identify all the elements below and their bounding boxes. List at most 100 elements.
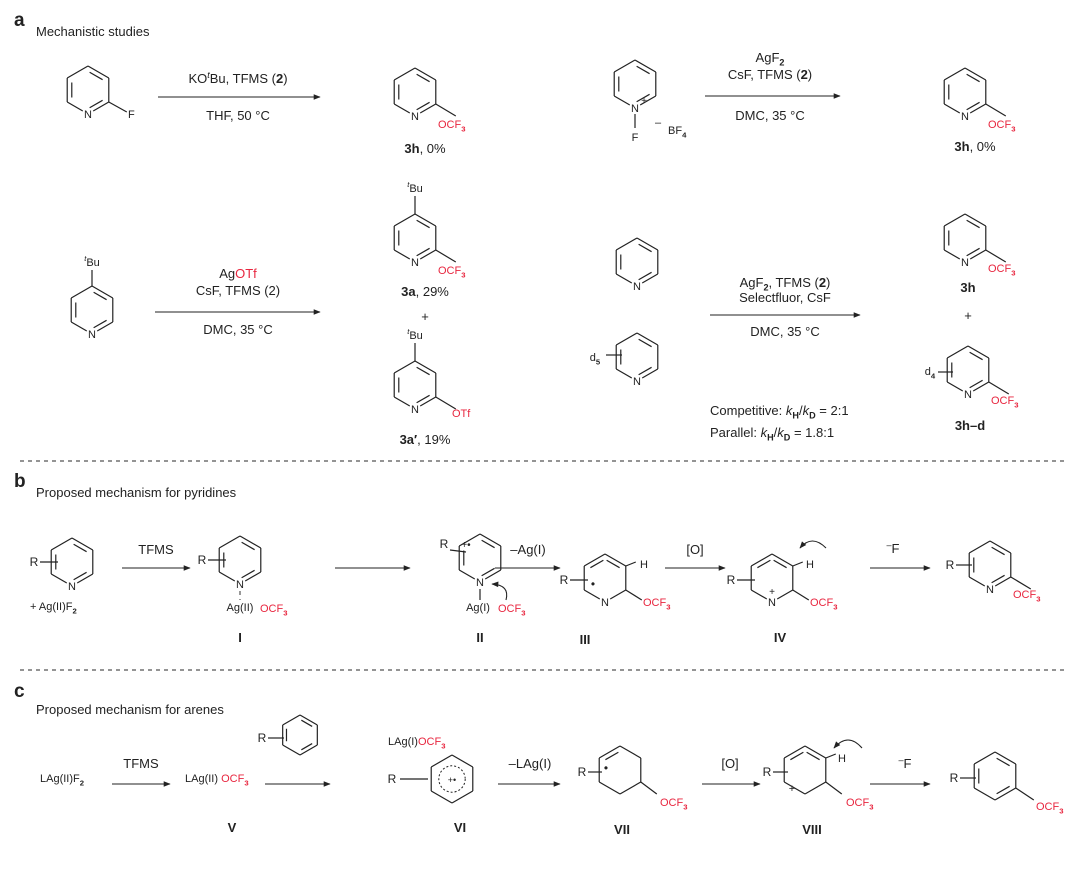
radical-cation: +• (448, 775, 456, 785)
ring-bond (87, 65, 110, 79)
double-bond (966, 101, 980, 111)
ring-bond (393, 213, 416, 227)
ring-bond (458, 533, 481, 547)
h-atom: H (838, 753, 846, 765)
otf-group: OTf (452, 408, 471, 420)
intermediate-label-III: III (580, 632, 591, 647)
double-bond (996, 785, 1010, 795)
atom-mask (959, 110, 971, 122)
double-bond (636, 93, 650, 103)
intermediate-label-VI: VI (454, 820, 466, 835)
oxidant-label: [O] (686, 542, 703, 557)
ring-bond (967, 345, 990, 359)
double-bond (636, 65, 650, 75)
ocf3-group: OCF3 (260, 603, 288, 618)
double-bond (991, 546, 1005, 556)
substituent-bond (985, 103, 1007, 117)
double-bond (757, 559, 771, 569)
nitrogen-atom-label: N (601, 597, 609, 609)
charge-plus: + (789, 783, 795, 795)
nitrogen-atom-label: N (411, 257, 419, 269)
reagents-rxn4: AgF2, TFMS (2) (740, 275, 831, 293)
double-bond (966, 219, 980, 229)
atom-mask (962, 388, 974, 400)
double-bond (241, 541, 255, 551)
atom-mask (474, 576, 486, 588)
reagent-selectfluor: Selectfluor, CsF (739, 290, 831, 305)
minus-ag-label: –Ag(I) (510, 542, 545, 557)
tbu-group: tBu (84, 254, 100, 269)
ring-bond (804, 781, 827, 795)
ring-bond (636, 237, 659, 251)
ring-bond (973, 751, 996, 765)
product-label-3a: 3a, 29% (401, 284, 449, 299)
double-bond (638, 271, 652, 281)
ring-bond (451, 754, 474, 768)
substituent-bond (825, 753, 837, 759)
h-atom: H (806, 559, 814, 571)
double-bond (416, 73, 430, 83)
product-label-3h-d: 3h–d (955, 418, 985, 433)
double-bond (966, 73, 980, 83)
nitrogen-atom-label: N (411, 111, 419, 123)
double-bond (481, 567, 495, 577)
ring-bond (783, 781, 806, 795)
ring-bond (430, 754, 453, 768)
ring-bond (598, 781, 621, 795)
r-group: R (578, 765, 587, 779)
intermediate-label-VIII: VIII (802, 822, 822, 837)
double-bond (590, 559, 604, 569)
double-bond (969, 351, 983, 361)
intermediate-label-IV: IV (774, 630, 787, 645)
fluorine-label: F (632, 132, 639, 144)
double-bond (416, 394, 430, 404)
reagents-rxn2: CsF, TFMS (2) (728, 67, 812, 82)
d4-label: d4 (925, 366, 936, 381)
plus-sign: + (964, 308, 972, 323)
ring-bond (994, 787, 1017, 801)
r-group: R (30, 555, 39, 569)
double-bond (301, 743, 313, 751)
ocf3-group: OCF3 (438, 265, 466, 280)
ocf3-group: OCF3 (438, 119, 466, 134)
ring-bond (613, 59, 636, 73)
ring-bond (604, 553, 627, 567)
fluoride-label: –F (898, 755, 911, 771)
ring-bond (299, 744, 318, 756)
double-bond (790, 751, 804, 761)
double-bond (969, 379, 983, 389)
ag2-label: Ag(II) (227, 602, 254, 614)
substituent-bond (435, 103, 457, 117)
kie-parallel: Parallel: kH/kD = 1.8:1 (710, 425, 834, 443)
substituent-bond (449, 549, 467, 553)
reagent-agotf: AgOTf (219, 266, 257, 281)
ring-bond (430, 790, 453, 804)
bf4-counterion: BF4 (668, 125, 687, 140)
double-bond (481, 539, 495, 549)
panel-letter-b: b (14, 471, 26, 492)
ag1-label: Ag(I) (466, 602, 490, 614)
ocf3-group: OCF3 (991, 395, 1019, 410)
ring-bond (973, 787, 996, 801)
substituent-bond (625, 561, 637, 567)
ring-bond (66, 65, 89, 79)
conditions-rxn1: THF, 50 °C (206, 108, 270, 123)
tbu-group: tBu (407, 327, 423, 342)
nitrogen-atom-label: N (476, 577, 484, 589)
double-bond (416, 366, 430, 376)
ring-bond (414, 67, 437, 81)
ring-bond (91, 285, 114, 299)
charge-minus: – (655, 117, 662, 129)
double-bond (241, 569, 255, 579)
atom-mask (631, 375, 643, 387)
substituent-bond (1015, 787, 1035, 801)
charge-plus: + (641, 96, 647, 107)
ring-bond (964, 213, 987, 227)
lagf2-reagent: LAg(II)F2 (40, 773, 84, 788)
ring-bond (943, 67, 966, 81)
ocf3-group: OCF3 (1013, 589, 1041, 604)
double-bond (416, 219, 430, 229)
ring-bond (636, 332, 659, 346)
double-bond (606, 559, 620, 569)
r-group: R (388, 772, 397, 786)
